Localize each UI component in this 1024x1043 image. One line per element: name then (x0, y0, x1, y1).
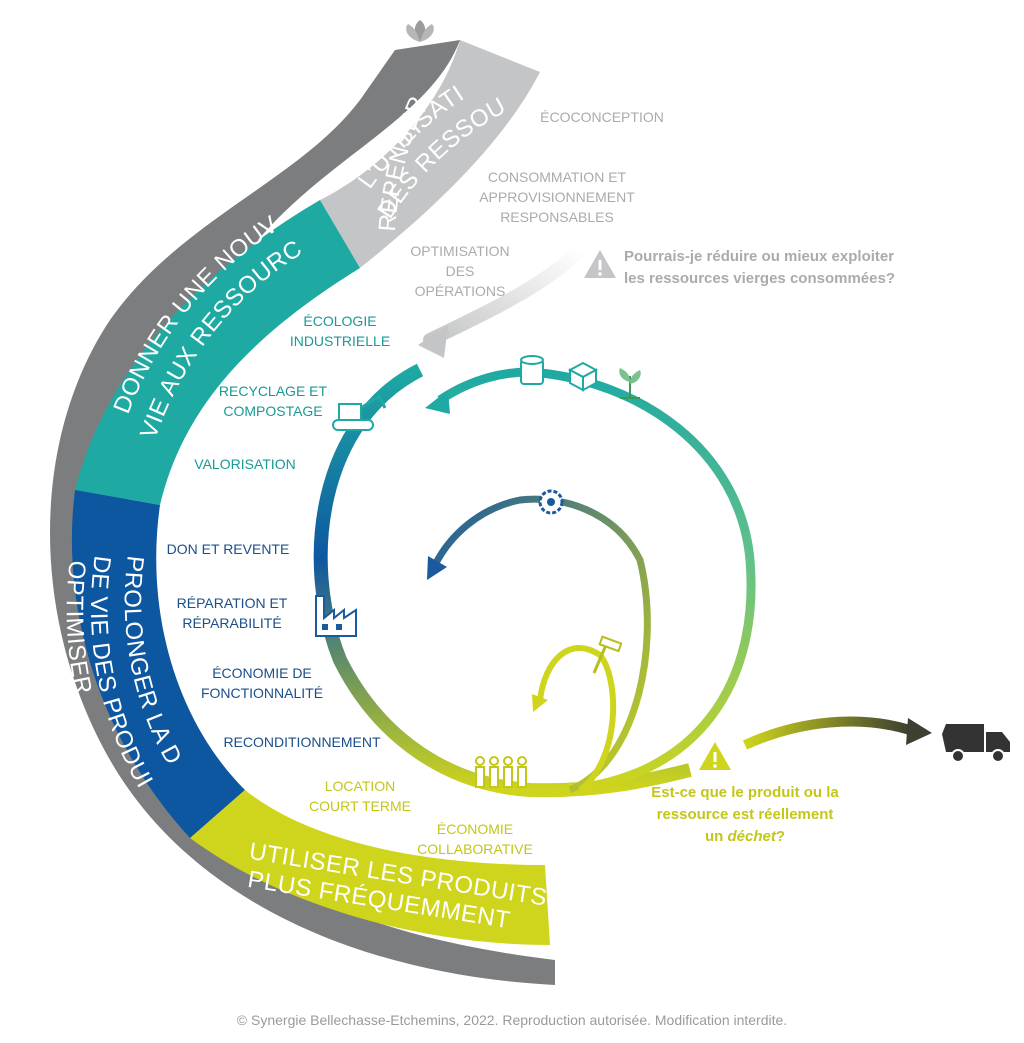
label-location-2: COURT TERME (309, 798, 411, 814)
label-collaborative-2: COLLABORATIVE (417, 841, 533, 857)
question-ressources-2: les ressources vierges consommées? (624, 270, 895, 287)
label-recyclage-1: RECYCLAGE ET (219, 383, 328, 399)
excavator-icon (332, 393, 387, 431)
question-ressources-1: Pourrais-je réduire ou mieux exploiter (624, 248, 894, 265)
plant-icon (406, 20, 434, 42)
label-recyclage-2: COMPOSTAGE (223, 403, 322, 419)
outer-loop-arrow (437, 367, 756, 795)
band-gray-light (320, 40, 540, 268)
factory-icon (315, 595, 357, 637)
label-don-revente: DON ET REVENTE (167, 541, 290, 557)
hammer-icon (592, 635, 623, 674)
label-reparation-2: RÉPARABILITÉ (182, 615, 281, 631)
label-collaborative-1: ÉCONOMIE (437, 821, 513, 837)
band-gray-dark (50, 40, 555, 985)
label-consommation-2: APPROVISIONNEMENT (479, 189, 635, 205)
question-dechet-3: un déchet? (705, 828, 785, 845)
question-dechet-suffix: ? (776, 828, 785, 845)
truck-icon (942, 724, 1010, 763)
middle-loop-arrowhead (427, 556, 447, 580)
label-consommation-3: RESPONSABLES (500, 209, 614, 225)
label-fonctionnalite-2: FONCTIONNALITÉ (201, 685, 323, 701)
label-ecoconception: ÉCOCONCEPTION (540, 109, 664, 125)
label-ecologie-1: ÉCOLOGIE (303, 313, 376, 329)
band-lime (190, 790, 550, 945)
label-optimisation-3: OPÉRATIONS (415, 283, 506, 299)
band-blue (71, 490, 245, 838)
question-dechet-italic: déchet (727, 828, 776, 845)
label-fonctionnalite-1: ÉCONOMIE DE (212, 665, 312, 681)
question-dechet-2: ressource est réellement (657, 806, 834, 823)
outer-bands (50, 40, 555, 985)
label-location-1: LOCATION (325, 778, 396, 794)
gear-icon (538, 489, 564, 515)
label-optimisation-2: DES (446, 263, 475, 279)
footer-copyright: © Synergie Bellechasse-Etchemins, 2022. … (236, 1012, 788, 1028)
question-dechet-1: Est-ce que le produit ou la (651, 784, 839, 801)
exit-arrowhead (906, 718, 932, 745)
box-icon (567, 361, 599, 392)
label-consommation-1: CONSOMMATION ET (488, 169, 627, 185)
sprout-icon (619, 368, 641, 399)
label-reparation-1: RÉPARATION ET (177, 595, 288, 611)
warning-icon (584, 250, 616, 278)
exit-arrow (742, 716, 912, 750)
label-optimisation-1: OPTIMISATION (410, 243, 509, 259)
outer-loop-arrowhead (425, 390, 450, 414)
middle-loop-arrow (431, 495, 651, 794)
inner-loop-arrowhead (532, 694, 548, 712)
label-ecologie-2: INDUSTRIELLE (290, 333, 390, 349)
label-valorisation: VALORISATION (194, 456, 295, 472)
people-icon (475, 756, 527, 788)
main-spiral-ring (313, 363, 692, 798)
band-teal (75, 200, 360, 505)
gray-arrow-head (418, 325, 448, 358)
warning-icon-waste (699, 742, 731, 770)
paint-bucket-icon (520, 355, 544, 385)
label-reconditionnement: RECONDITIONNEMENT (223, 734, 381, 750)
question-dechet-prefix: un (705, 828, 728, 845)
